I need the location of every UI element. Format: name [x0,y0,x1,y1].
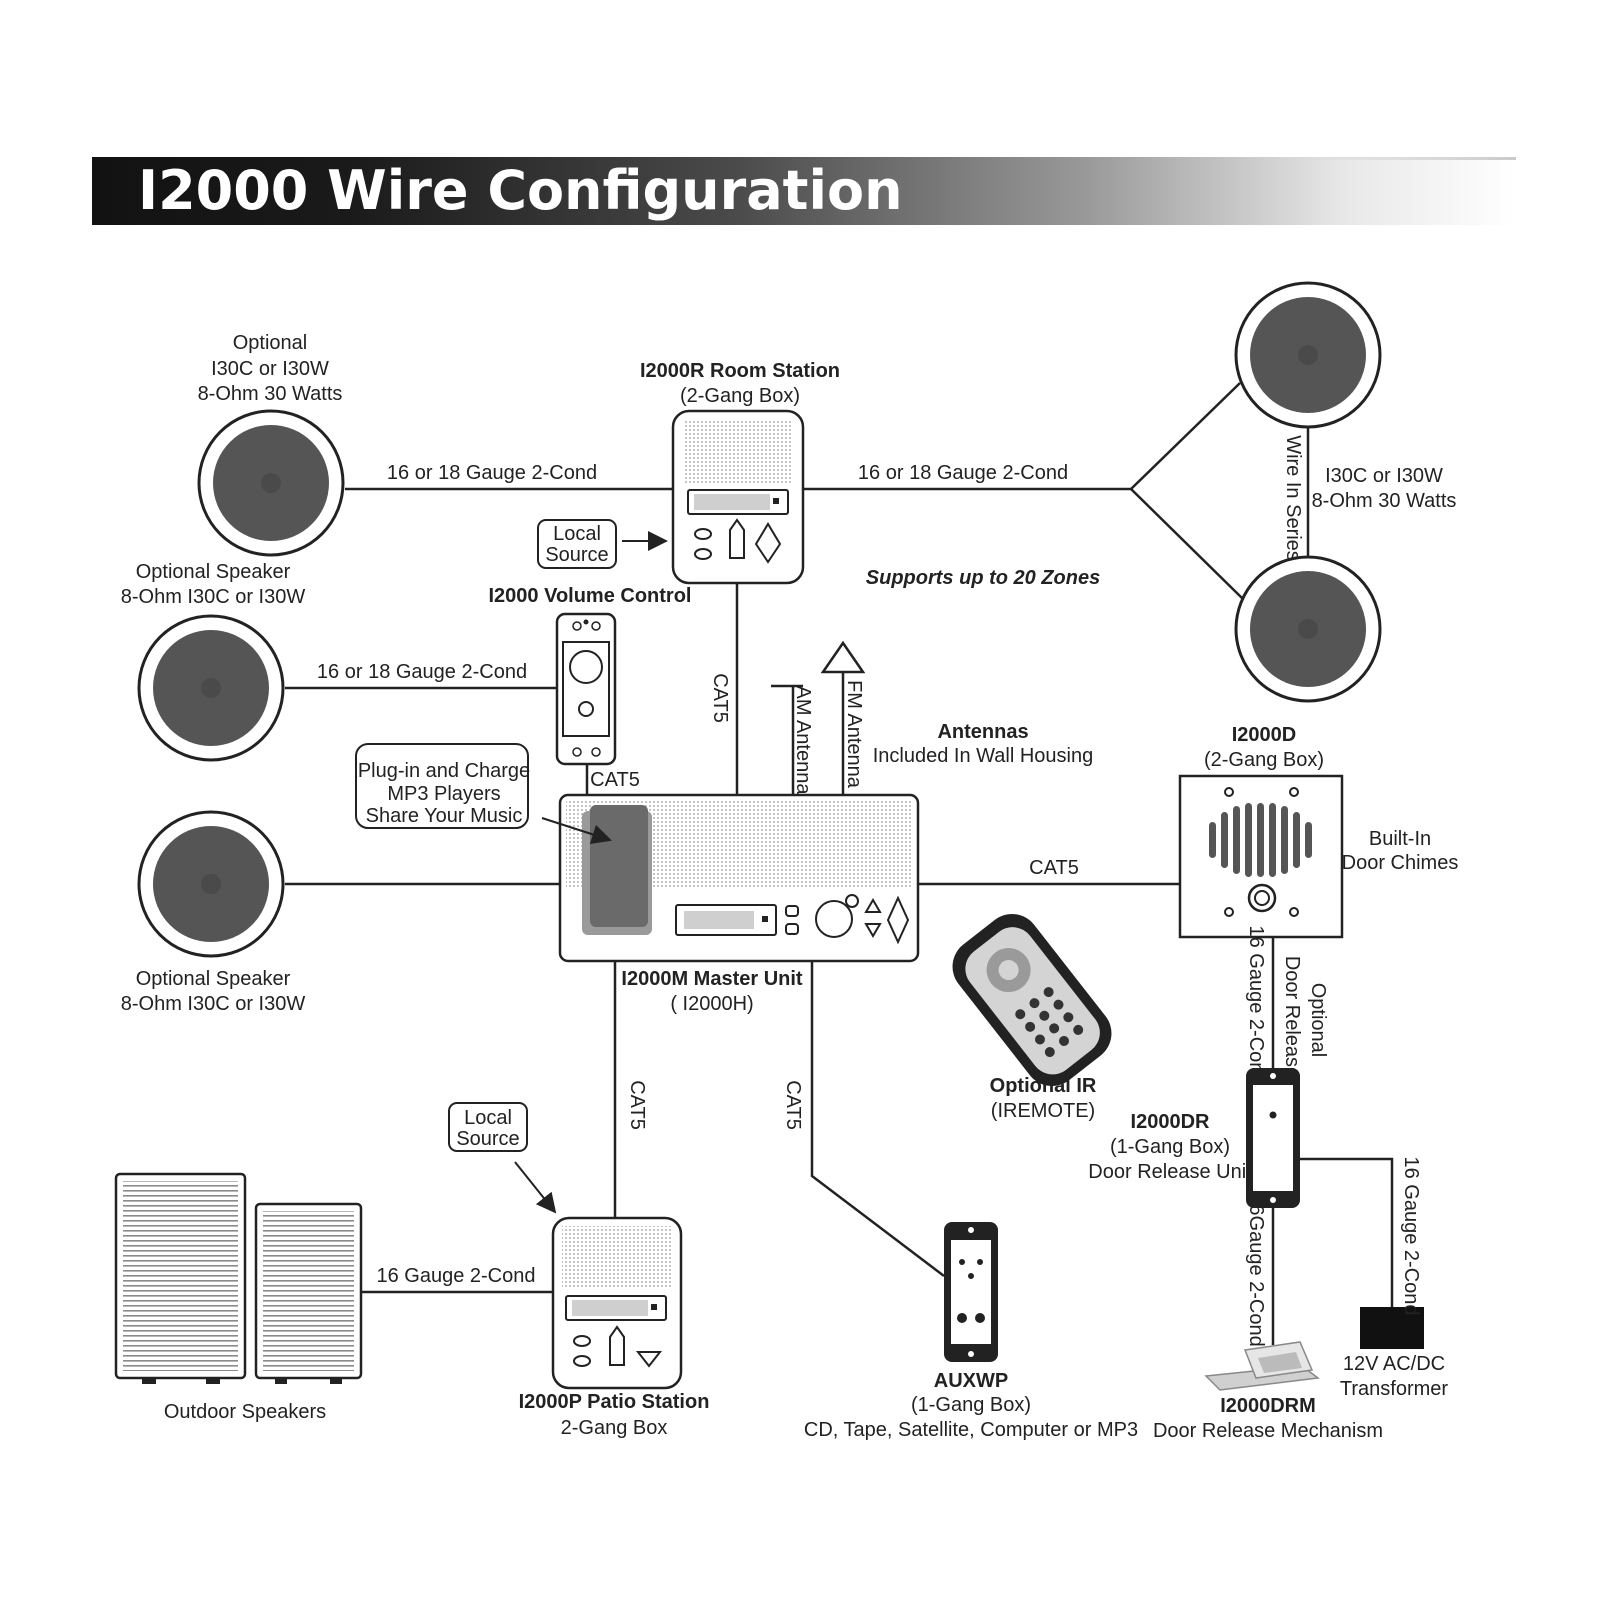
label-right-speakers-2: 8-Ohm 30 Watts [1312,490,1457,512]
label-cat5-room: CAT5 [709,673,731,723]
plugin-callout [355,743,612,844]
label-room-station-box: (2-Gang Box) [680,385,800,407]
label-door-station-box: (2-Gang Box) [1204,749,1324,771]
label-optional-top-1: Optional [233,332,308,354]
label-door-release-opt: Optional [1307,983,1329,1058]
page-title: I2000 Wire Configuration [138,159,903,222]
label-local-source-top-1: Local [553,523,601,545]
label-room-station-name: I2000R Room Station [640,360,840,382]
label-dr-box: (1-Gang Box) [1110,1136,1230,1158]
label-drm-name: I2000DRM [1220,1395,1316,1417]
label-local-source-bottom-2: Source [456,1128,519,1150]
volume-control [555,612,617,766]
label-optional-top-3: 8-Ohm 30 Watts [198,383,343,405]
door-release-mechanism-icon [1204,1341,1320,1391]
label-gauge-mech: 16Gauge 2-Cond [1245,1193,1267,1346]
label-plugin-3: Share Your Music [366,805,523,827]
label-auxwp-desc: CD, Tape, Satellite, Computer or MP3 [804,1419,1138,1441]
label-supports-zones: Supports up to 20 Zones [866,567,1100,589]
label-wire-top-right: 16 or 18 Gauge 2-Cond [858,462,1068,484]
wire-aux-cat5 [810,961,945,1277]
speaker-low-left [137,810,285,958]
room-station [671,409,805,585]
label-dr-unit: Door Release Unit [1088,1161,1252,1183]
label-cat5-aux: CAT5 [782,1080,804,1130]
label-antennas-2: Included In Wall Housing [873,745,1094,767]
label-master-name: I2000M Master Unit [621,968,803,990]
label-cat5-door: CAT5 [1029,857,1079,879]
label-drm-desc: Door Release Mechanism [1153,1420,1383,1442]
label-wire-patio: 16 Gauge 2-Cond [376,1265,535,1287]
label-optional-ir: Optional IR [990,1075,1097,1097]
label-dr-name: I2000DR [1131,1111,1210,1133]
fm-antenna-triangle [820,640,866,674]
title-banner: I2000 Wire Configuration [92,157,1516,225]
wire-series-down [1130,488,1244,600]
label-cat5-volume: CAT5 [590,769,640,791]
patio-station [551,1216,683,1390]
door-release-unit [1246,1068,1300,1208]
label-gauge-transformer: 16 Gauge 2-Cond [1400,1156,1422,1315]
label-auxwp-box: (1-Gang Box) [911,1394,1031,1416]
label-fm-antenna: FM Antenna [843,680,865,789]
label-outdoor-speakers: Outdoor Speakers [164,1401,326,1423]
label-door-station-name: I2000D [1232,724,1297,746]
label-built-in-2: Door Chimes [1342,852,1459,874]
speaker-top-left [197,409,345,557]
wires [285,382,1394,1345]
label-transformer-1: 12V AC/DC [1343,1353,1445,1375]
outdoor-speaker-left [114,1172,247,1384]
label-iremote: (IREMOTE) [991,1100,1095,1122]
header-rule [1290,157,1516,160]
label-door-release-1: Door Release [1281,956,1303,1078]
label-optional-top-2: I30C or I30W [211,358,329,380]
label-patio-name: I2000P Patio Station [519,1391,710,1413]
label-gauge-door-left: 16 Gauge 2-Cond [1245,925,1267,1084]
label-wire-in-series: Wire In Series [1282,435,1304,561]
wire-transformer [1300,1157,1394,1307]
local-source-callout-bottom [448,1102,557,1214]
label-cat5-patio: CAT5 [626,1080,648,1130]
speaker-top-right [1234,281,1382,429]
local-source-callout-top [537,519,668,569]
label-opt-speaker-mid-2: 8-Ohm I30C or I30W [121,586,306,608]
label-master-alt: ( I2000H) [670,993,753,1015]
label-am-antenna: AM Antenna [792,686,814,796]
label-right-speakers-1: I30C or I30W [1325,465,1443,487]
label-opt-speaker-low-1: Optional Speaker [136,968,291,990]
speaker-bottom-right [1234,555,1382,703]
auxwp-unit [944,1222,998,1362]
label-local-source-bottom-1: Local [464,1107,512,1129]
master-unit [558,793,920,963]
label-antennas-1: Antennas [937,721,1028,743]
label-plugin-2: MP3 Players [387,783,500,805]
label-volume-control: I2000 Volume Control [488,585,691,607]
label-wire-mid-left: 16 or 18 Gauge 2-Cond [317,661,527,683]
label-wire-top-left: 16 or 18 Gauge 2-Cond [387,462,597,484]
wire-series-up [1130,382,1241,490]
label-opt-speaker-mid-1: Optional Speaker [136,561,291,583]
label-opt-speaker-low-2: 8-Ohm I30C or I30W [121,993,306,1015]
label-built-in-1: Built-In [1369,828,1431,850]
label-patio-box: 2-Gang Box [561,1417,668,1439]
outdoor-speaker-right [254,1202,363,1384]
label-transformer-2: Transformer [1340,1378,1449,1400]
transformer-icon [1360,1307,1424,1349]
door-station [1178,774,1344,939]
speaker-mid-left [137,614,285,762]
label-auxwp-name: AUXWP [934,1370,1008,1392]
label-local-source-top-2: Source [545,544,608,566]
ir-remote-icon [952,913,1112,1087]
label-plugin-1: Plug-in and Charge [358,760,530,782]
labels: Optional I30C or I30W 8-Ohm 30 Watts 16 … [121,332,1459,1442]
